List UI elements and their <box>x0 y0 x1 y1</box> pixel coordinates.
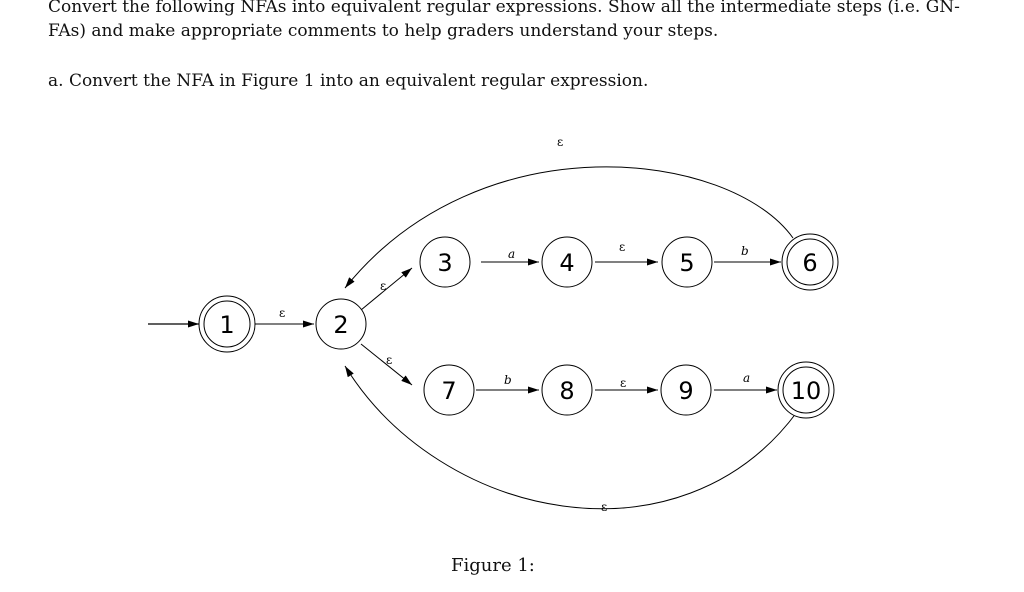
state-10: 10 <box>777 361 835 419</box>
label-6-2: ε <box>557 135 563 149</box>
instructions-line-2: FAs) and make appropriate comments to he… <box>48 21 719 41</box>
label-4-5: ε <box>619 240 625 254</box>
state-5: 5 <box>661 236 713 288</box>
transition-10-2 <box>344 365 798 510</box>
label-3-4: a <box>508 247 515 261</box>
label-1-2: ε <box>279 306 285 320</box>
state-9-label: 9 <box>678 377 693 405</box>
state-8-label: 8 <box>559 377 574 405</box>
state-2-label: 2 <box>333 311 348 339</box>
label-8-9: ε <box>620 376 626 390</box>
label-10-2: ε <box>601 500 607 514</box>
state-6: 6 <box>781 233 839 291</box>
transition-2-7 <box>360 343 413 386</box>
part-a-question: a. Convert the NFA in Figure 1 into an e… <box>48 71 649 91</box>
state-6-label: 6 <box>802 249 817 277</box>
state-1: 1 <box>198 295 256 353</box>
state-8: 8 <box>541 364 593 416</box>
state-7-label: 7 <box>441 377 456 405</box>
state-1-label: 1 <box>219 311 234 339</box>
instructions-line-1: Convert the following NFAs into equivale… <box>48 0 960 17</box>
state-9: 9 <box>660 364 712 416</box>
state-4-label: 4 <box>559 249 574 277</box>
state-5-label: 5 <box>679 249 694 277</box>
state-10-label: 10 <box>791 377 822 405</box>
label-7-8: b <box>504 373 512 387</box>
state-3-label: 3 <box>437 249 452 277</box>
state-2: 2 <box>315 298 367 350</box>
state-3: 3 <box>419 236 471 288</box>
state-7: 7 <box>423 364 475 416</box>
transition-2-3 <box>360 267 413 311</box>
transition-6-2 <box>344 166 794 289</box>
label-2-7: ε <box>386 353 392 367</box>
label-9-10: a <box>743 371 750 385</box>
state-4: 4 <box>541 236 593 288</box>
label-5-6: b <box>741 244 749 258</box>
label-2-3: ε <box>380 279 386 293</box>
figure-caption: Figure 1: <box>451 555 535 576</box>
